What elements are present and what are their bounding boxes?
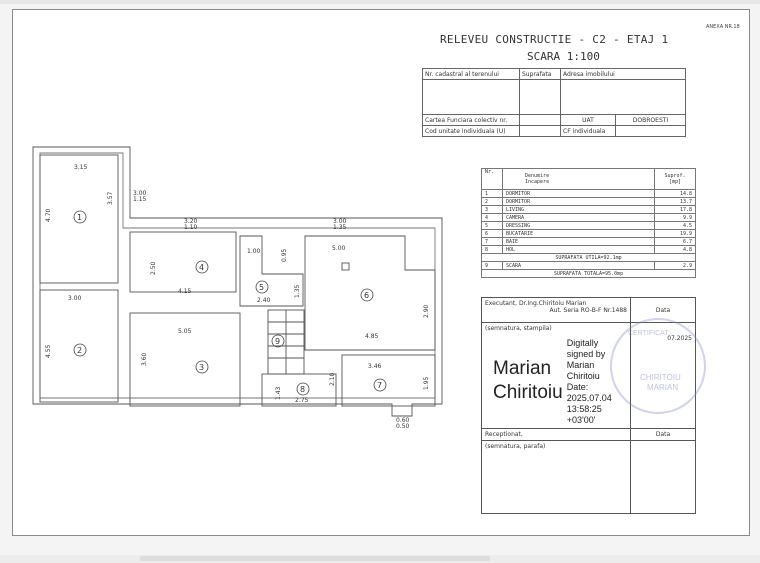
- room-4-outline: [129, 231, 237, 293]
- scrollbar-thumb[interactable]: [140, 556, 490, 561]
- svg-text:1.00: 1.00: [247, 248, 261, 255]
- room-5-marker: [255, 280, 269, 294]
- col-name-line2: Incapere: [525, 179, 550, 185]
- svg-text:3.46: 3.46: [368, 363, 382, 370]
- svg-text:0.95: 0.95: [281, 248, 288, 262]
- room-2-outline: [39, 289, 119, 403]
- cf-individual-label: CF individuala: [560, 125, 616, 137]
- svg-text:5: 5: [259, 283, 264, 292]
- room-3-outline: [129, 312, 241, 407]
- svg-text:1.35: 1.35: [333, 224, 347, 231]
- stamp-text-certificate: CERTIFICAT: [628, 330, 669, 337]
- outer-wall: [32, 146, 443, 417]
- svg-text:4.15: 4.15: [178, 288, 192, 295]
- room-7-outline: [341, 354, 436, 407]
- received-signature-label: (semnatura, parafa): [481, 440, 631, 514]
- digital-sign-date: Date: 2025.07.04: [566, 382, 612, 403]
- svg-text:1.43: 1.43: [275, 386, 282, 400]
- room-8-outline: [261, 373, 337, 407]
- svg-text:3.00: 3.00: [333, 218, 347, 225]
- svg-text:3.60: 3.60: [141, 352, 148, 366]
- svg-text:3: 3: [199, 363, 204, 372]
- svg-text:2.10: 2.10: [329, 372, 336, 386]
- digital-signer-name: Marian Chiritoiu: [566, 360, 600, 381]
- svg-text:5.00: 5.00: [332, 245, 346, 252]
- col-name-line1: Denumire: [525, 173, 550, 179]
- digital-signature-details[interactable]: Digitally signed by Marian Chiritoiu Dat…: [567, 338, 627, 426]
- room-3-marker: [195, 360, 209, 374]
- svg-text:3.57: 3.57: [107, 191, 114, 205]
- annex-label: ANEXA NR.18: [706, 24, 740, 30]
- cadastral-value: [422, 79, 520, 115]
- svg-text:6: 6: [364, 291, 369, 300]
- signature-stamp-label: (semnatura, stampila): [485, 325, 552, 332]
- svg-text:2.50: 2.50: [150, 261, 157, 275]
- cf-individual-value: [615, 125, 686, 137]
- room-4-marker: [195, 260, 209, 274]
- digital-sign-time: 13:58:25 +03'00': [566, 404, 602, 425]
- room-7-marker: [373, 378, 387, 392]
- signer-first-name: Marian: [493, 358, 552, 379]
- authorization-number: Aut. Seria RO-B-F Nr.1488: [549, 307, 627, 314]
- property-info-table: Nr. cadastral al terenului Suprafata Adr…: [422, 68, 686, 137]
- stamp-text-firstname: MARIAN: [647, 383, 679, 392]
- room-8-marker: [296, 382, 310, 396]
- document-title: RELEVEU CONSTRUCTIE - C2 - ETAJ 1: [440, 33, 669, 46]
- signer-last-name: Chiritoiu: [493, 382, 563, 403]
- svg-text:2.40: 2.40: [257, 297, 271, 304]
- svg-text:1.10: 1.10: [184, 224, 198, 231]
- signature-cell: (semnatura, stampila) Marian Chiritoiu D…: [481, 322, 631, 429]
- svg-text:1: 1: [77, 213, 82, 222]
- svg-text:0.50: 0.50: [396, 423, 410, 430]
- svg-text:8: 8: [300, 385, 305, 394]
- svg-text:2.90: 2.90: [423, 304, 430, 318]
- room-6-outline: [304, 235, 436, 351]
- svg-text:4.70: 4.70: [45, 208, 52, 222]
- svg-text:3.00: 3.00: [133, 190, 147, 197]
- svg-text:1.35: 1.35: [294, 284, 301, 298]
- received-date-value: [630, 440, 696, 514]
- svg-text:4: 4: [199, 263, 204, 272]
- room-1-outline: [39, 154, 119, 284]
- room-2-marker: [73, 343, 87, 357]
- document-scale: SCARA 1:100: [527, 50, 600, 63]
- address-value: [560, 79, 686, 115]
- svg-text:2.75: 2.75: [295, 397, 309, 404]
- viewer-top-bar: [0, 0, 760, 4]
- svg-text:3.20: 3.20: [184, 218, 198, 225]
- svg-text:4.55: 4.55: [45, 344, 52, 358]
- stamp-text-surname: CHIRITOIU: [640, 373, 681, 382]
- svg-text:2: 2: [77, 346, 82, 355]
- svg-text:3.00: 3.00: [68, 295, 82, 302]
- svg-text:0.60: 0.60: [396, 417, 410, 424]
- svg-text:1.15: 1.15: [133, 196, 147, 203]
- svg-text:3.15: 3.15: [74, 164, 88, 171]
- room-9-marker: [271, 334, 285, 348]
- svg-text:4.85: 4.85: [365, 333, 379, 340]
- certificate-stamp: [610, 318, 706, 414]
- area-value: [519, 79, 561, 115]
- horizontal-scrollbar[interactable]: [0, 555, 760, 563]
- col-area-line1: Suprof.: [664, 173, 686, 179]
- svg-text:9: 9: [275, 337, 280, 346]
- svg-text:1.95: 1.95: [423, 376, 430, 390]
- digital-signed-by: Digitally signed by: [566, 338, 606, 359]
- room-1-marker: [73, 210, 87, 224]
- svg-text:7: 7: [377, 381, 382, 390]
- col-area-line2: [mp]: [668, 179, 682, 185]
- room-5-outline: [239, 235, 304, 307]
- grand-area-total: SUPRAFATA TOTALA=95.0mp: [481, 269, 696, 278]
- svg-text:5.05: 5.05: [178, 328, 192, 335]
- executant-name: Executant, Dr.Ing.Chiritoiu Marian: [485, 300, 587, 307]
- room-6-marker: [360, 288, 374, 302]
